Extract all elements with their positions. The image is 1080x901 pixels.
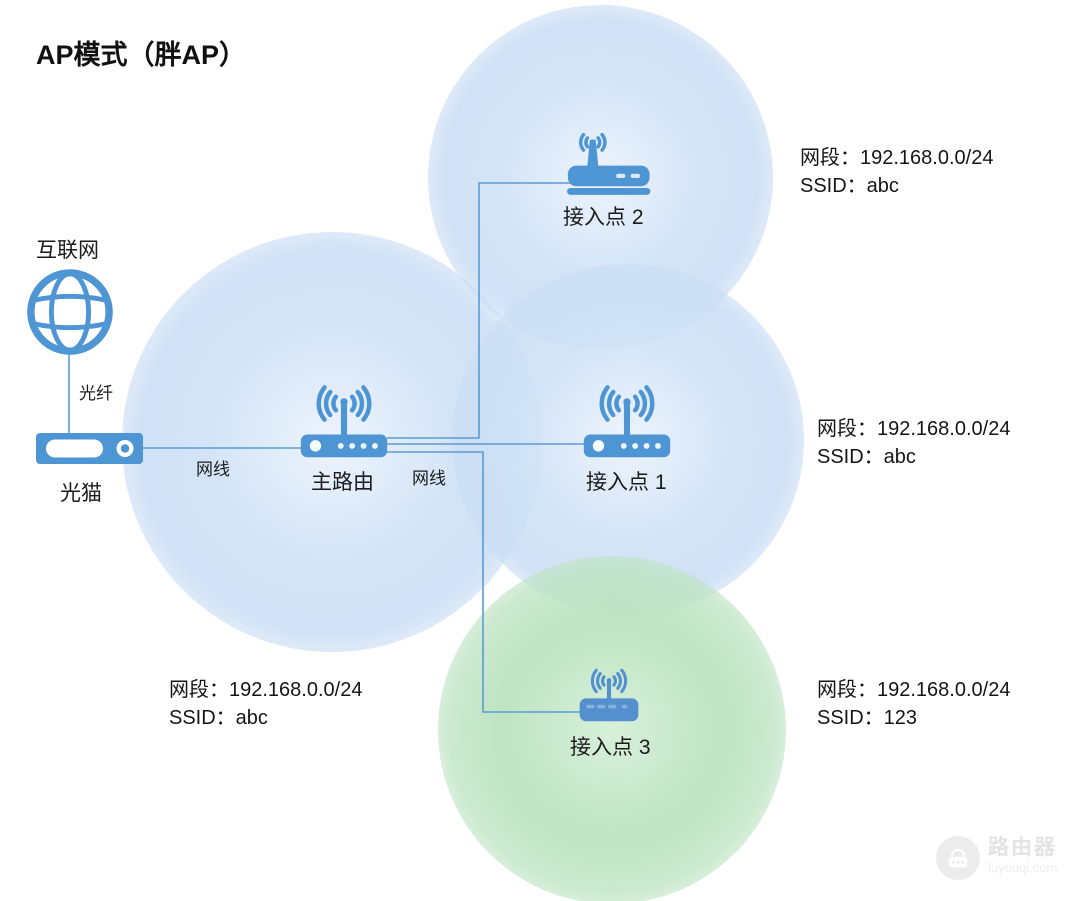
ap3-ssid: SSID：123	[817, 707, 918, 729]
main-router-coverage-info: 网段：192.168.0.0/24 SSID：abc	[169, 676, 362, 732]
main-router-segment: 网段：192.168.0.0/24	[169, 679, 363, 701]
ap3-icon	[576, 668, 642, 730]
site-watermark: 路由器 luyouqi.com	[936, 836, 1057, 880]
lan-line-router-ap2	[387, 182, 574, 439]
watermark-brand: 路由器	[988, 836, 1057, 859]
lan-line-router-ap3	[387, 451, 580, 713]
ap3-label: 接入点 3	[570, 736, 651, 759]
watermark-site: luyouqi.com	[988, 860, 1058, 875]
ap2-segment: 网段：192.168.0.0/24	[800, 147, 994, 169]
ap2-label: 接入点 2	[563, 206, 644, 229]
watermark-router-icon	[936, 836, 980, 880]
ap3-coverage-info: 网段：192.168.0.0/24 SSID：123	[817, 676, 1010, 732]
main-router-ssid: SSID：abc	[169, 707, 268, 729]
internet-label: 互联网	[36, 239, 99, 262]
internet-globe-icon	[26, 268, 114, 361]
lan-label-modem-router: 网线	[196, 460, 230, 479]
fiber-link-label: 光纤	[79, 384, 113, 403]
modem-label: 光猫	[60, 482, 102, 505]
ap2-coverage-info: 网段：192.168.0.0/24 SSID：abc	[800, 144, 993, 200]
ap1-coverage-info: 网段：192.168.0.0/24 SSID：abc	[817, 415, 1010, 471]
modem-icon	[36, 433, 143, 469]
ap1-icon	[583, 379, 671, 464]
ap2-ssid: SSID：abc	[800, 175, 899, 197]
ap1-ssid: SSID：abc	[817, 446, 916, 468]
ap2-icon	[567, 131, 653, 200]
main-router-label: 主路由	[311, 471, 374, 494]
ap1-label: 接入点 1	[586, 471, 667, 494]
main-router-icon	[300, 379, 388, 464]
ap1-segment: 网段：192.168.0.0/24	[817, 418, 1011, 440]
lan-label-router-aps: 网线	[412, 469, 446, 488]
ap3-segment: 网段：192.168.0.0/24	[817, 679, 1011, 701]
watermark-text: 路由器 luyouqi.com	[988, 836, 1057, 876]
page-title: AP模式（胖AP）	[36, 40, 247, 70]
coverage-circle-ap3	[438, 556, 786, 901]
